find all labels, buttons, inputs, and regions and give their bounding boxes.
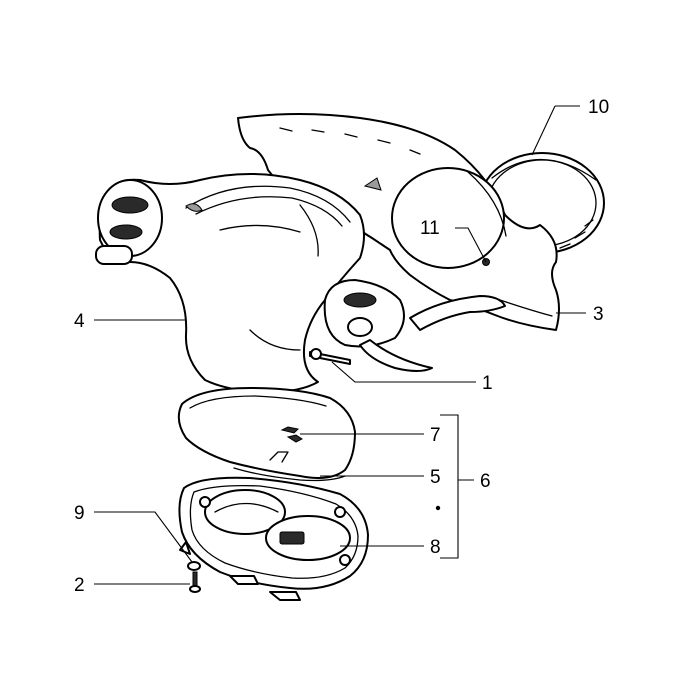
part-7-instrument-cover xyxy=(177,387,356,479)
leader-lines xyxy=(94,105,586,585)
part-4-front-cover xyxy=(95,173,506,393)
part-1-screw xyxy=(309,348,351,365)
callout-11: 11 xyxy=(420,218,440,239)
callout-10: 10 xyxy=(588,97,609,118)
callout-8: 8 xyxy=(430,537,441,558)
part-8-instrument-panel xyxy=(178,476,369,601)
callout-9: 9 xyxy=(74,503,85,524)
part-5-gasket xyxy=(233,467,346,482)
callout-6: 6 xyxy=(480,471,491,492)
part-2-screw xyxy=(189,571,201,593)
callout-4: 4 xyxy=(74,311,85,332)
callout-5: 5 xyxy=(430,467,441,488)
callout-7: 7 xyxy=(430,425,441,446)
callout-2: 2 xyxy=(74,575,85,596)
part-9-washer xyxy=(187,561,201,571)
callout-1: 1 xyxy=(482,373,493,394)
assembly-6-bracket xyxy=(440,414,474,559)
callout-3: 3 xyxy=(593,304,604,325)
